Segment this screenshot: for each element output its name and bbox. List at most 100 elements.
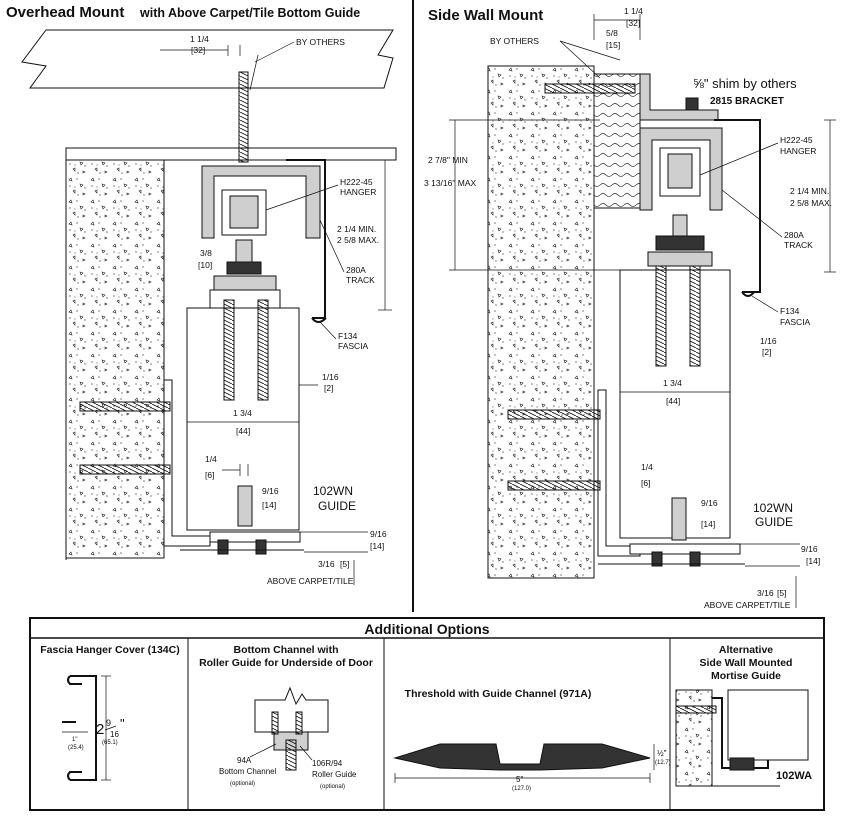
shim-label: ⅝" shim by others — [693, 76, 797, 91]
fascia-cover-profile — [67, 675, 97, 781]
guide-102wn — [237, 485, 253, 527]
wall-screw — [507, 480, 601, 491]
concrete-wall — [65, 159, 165, 559]
dim-label: [15] — [606, 40, 620, 50]
dim-label: [14] — [806, 556, 820, 566]
dim-label: 3/16 — [318, 559, 335, 569]
bottom-channel-label: Bottom Channel — [219, 767, 277, 776]
above-carpet-label: ABOVE CARPET/TILE — [704, 600, 791, 610]
dim-label: 5" — [516, 775, 523, 784]
overhead-beam — [21, 29, 394, 89]
wall-screw — [79, 464, 171, 475]
guide-label: GUIDE — [318, 499, 356, 513]
dim-label: (12.7) — [655, 760, 671, 766]
mortise-guide-102wa — [712, 697, 769, 769]
threshold-971a — [393, 743, 651, 771]
threshold-title: Threshold with Guide Channel (971A) — [405, 688, 592, 700]
dim-label: [32] — [191, 45, 205, 55]
mortise-wall — [675, 689, 713, 787]
fascia-f134 — [714, 119, 761, 293]
overhead-title: Overhead Mount — [6, 4, 124, 21]
dim-label: 1/4 — [641, 462, 653, 472]
dim-label: 16 — [110, 730, 119, 739]
roller-guide-label: (optional) — [320, 784, 345, 790]
dim-label: [6] — [641, 478, 650, 488]
bottom-channel-title: Roller Guide for Underside of Door — [199, 657, 373, 669]
fascia-cover-title: Fascia Hanger Cover (134C) — [40, 644, 179, 656]
fascia-label: F134 — [780, 306, 800, 316]
bracket-2815 — [639, 73, 719, 121]
hanger-label: H222-45 — [340, 177, 373, 187]
additional-options-panel: Additional Options Fascia Hanger Cover (… — [29, 617, 825, 811]
dim-label: 1/4 — [205, 454, 217, 464]
fascia-label: FASCIA — [780, 317, 811, 327]
fascia-f134 — [286, 159, 326, 319]
door-panel — [186, 307, 300, 531]
ceiling-header — [65, 147, 397, 161]
fascia-label: F134 — [338, 331, 358, 341]
dim-label: 9 — [106, 718, 111, 728]
lag-screw — [238, 71, 249, 163]
mortise-title: Mortise Guide — [711, 670, 781, 682]
dim-label: 3/16 — [757, 588, 774, 598]
dim-label: (127.0) — [512, 786, 531, 792]
by-others-label: BY OTHERS — [296, 37, 345, 47]
dim-label: 1/16 — [322, 372, 339, 382]
dim-label: 1" — [72, 737, 77, 743]
dim-label: 2 7/8" MIN — [428, 155, 468, 165]
dim-label: [32] — [626, 18, 640, 28]
bracket-label: 2815 BRACKET — [710, 96, 784, 107]
track-label: TRACK — [784, 240, 813, 250]
wall-screw — [79, 401, 171, 412]
dim-label: 2 5/8 MAX. — [790, 198, 832, 208]
dim-label: 1 3/4 — [233, 408, 252, 418]
dim-label: 1 3/4 — [663, 378, 682, 388]
dim-label: 9/16 — [370, 529, 387, 539]
dim-label: 1 1/4 — [190, 34, 209, 44]
wood-shim — [593, 73, 641, 209]
dim-label: 9/16 — [801, 544, 818, 554]
dim-label: [2] — [324, 383, 333, 393]
bottom-channel-label: 94A — [237, 756, 252, 765]
dim-label: (65.1) — [102, 740, 118, 746]
dim-label: [44] — [236, 426, 250, 436]
dim-label: [44] — [666, 396, 680, 406]
dim-label: 2 5/8 MAX. — [337, 235, 379, 245]
roller-guide-label: Roller Guide — [312, 770, 357, 779]
dim-label: 9/16 — [262, 486, 279, 496]
dim-label: 1 1/4 — [624, 6, 643, 16]
guide-102wn — [671, 497, 687, 541]
dim-label: [14] — [370, 541, 384, 551]
dim-label: [14] — [262, 500, 276, 510]
options-header: Additional Options — [364, 621, 489, 637]
dim-label: ½" — [657, 749, 667, 758]
guide-label: 102WN — [313, 484, 353, 498]
hanger-label: H222-45 — [780, 135, 813, 145]
wall-screw — [507, 409, 601, 420]
guide-label: GUIDE — [755, 515, 793, 529]
by-others-label: BY OTHERS — [490, 36, 539, 46]
dim-label: 2 1/4 MIN. — [790, 186, 829, 196]
side-wall-mount-diagram: Side Wall Mount 1 1/4 [32] 5/8 [15] BY O… — [424, 6, 836, 610]
guide-label: 102WN — [753, 501, 793, 515]
dim-label: 3/8 — [200, 248, 212, 258]
dim-label: [2] — [762, 347, 771, 357]
dim-label: [14] — [701, 519, 715, 529]
hanger-label: HANGER — [780, 146, 816, 156]
mortise-code-label: 102WA — [776, 770, 812, 782]
mortise-title: Side Wall Mounted — [700, 657, 793, 669]
track-label: 280A — [346, 265, 366, 275]
bottom-channel-title: Bottom Channel with — [234, 644, 339, 656]
dim-label: 1/16 — [760, 336, 777, 346]
dim-label: [5] — [777, 588, 786, 598]
track-label: TRACK — [346, 275, 375, 285]
dim-label: 9/16 — [701, 498, 718, 508]
above-carpet-label: ABOVE CARPET/TILE — [267, 576, 354, 586]
roller-guide-label: 106R/94 — [312, 759, 343, 768]
bottom-channel-label: (optional) — [230, 781, 255, 787]
overhead-mount-diagram: Overhead Mount with Above Carpet/Tile Bo… — [6, 4, 397, 586]
track-280a — [639, 127, 723, 211]
side-screw — [544, 83, 636, 94]
fascia-label: FASCIA — [338, 341, 369, 351]
